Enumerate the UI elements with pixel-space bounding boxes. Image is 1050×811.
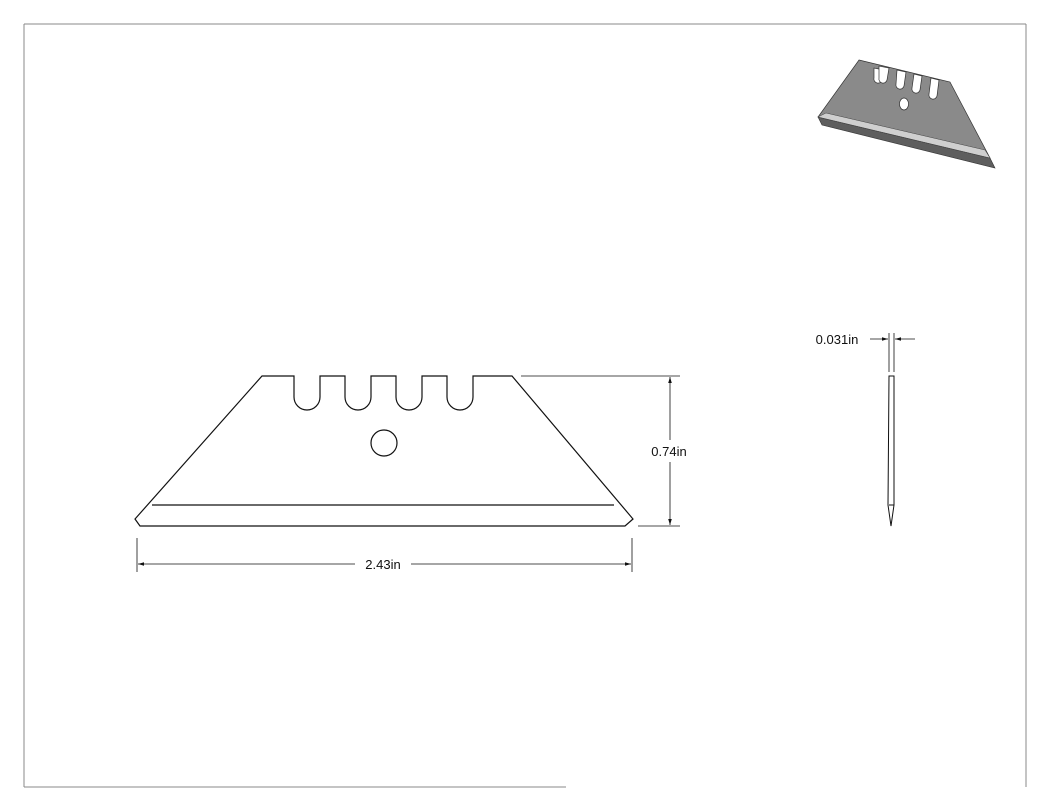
isometric-notches xyxy=(878,65,940,100)
blade-front-view xyxy=(134,375,634,527)
isometric-blade-view xyxy=(817,59,996,169)
blade-mounting-hole xyxy=(370,429,398,457)
isometric-blade-edge xyxy=(817,112,991,159)
blade-side-view xyxy=(887,375,895,527)
thickness-dimension xyxy=(870,333,915,372)
thickness-dimension-label: 0.031in xyxy=(816,332,859,347)
width-dimension-label: 2.43in xyxy=(365,557,400,572)
width-dimension xyxy=(136,538,633,572)
isometric-hole xyxy=(899,97,909,111)
sheet-border xyxy=(23,23,1027,788)
height-dimension xyxy=(521,375,680,527)
blade-outline xyxy=(134,375,634,527)
height-dimension-label: 0.74in xyxy=(651,444,686,459)
